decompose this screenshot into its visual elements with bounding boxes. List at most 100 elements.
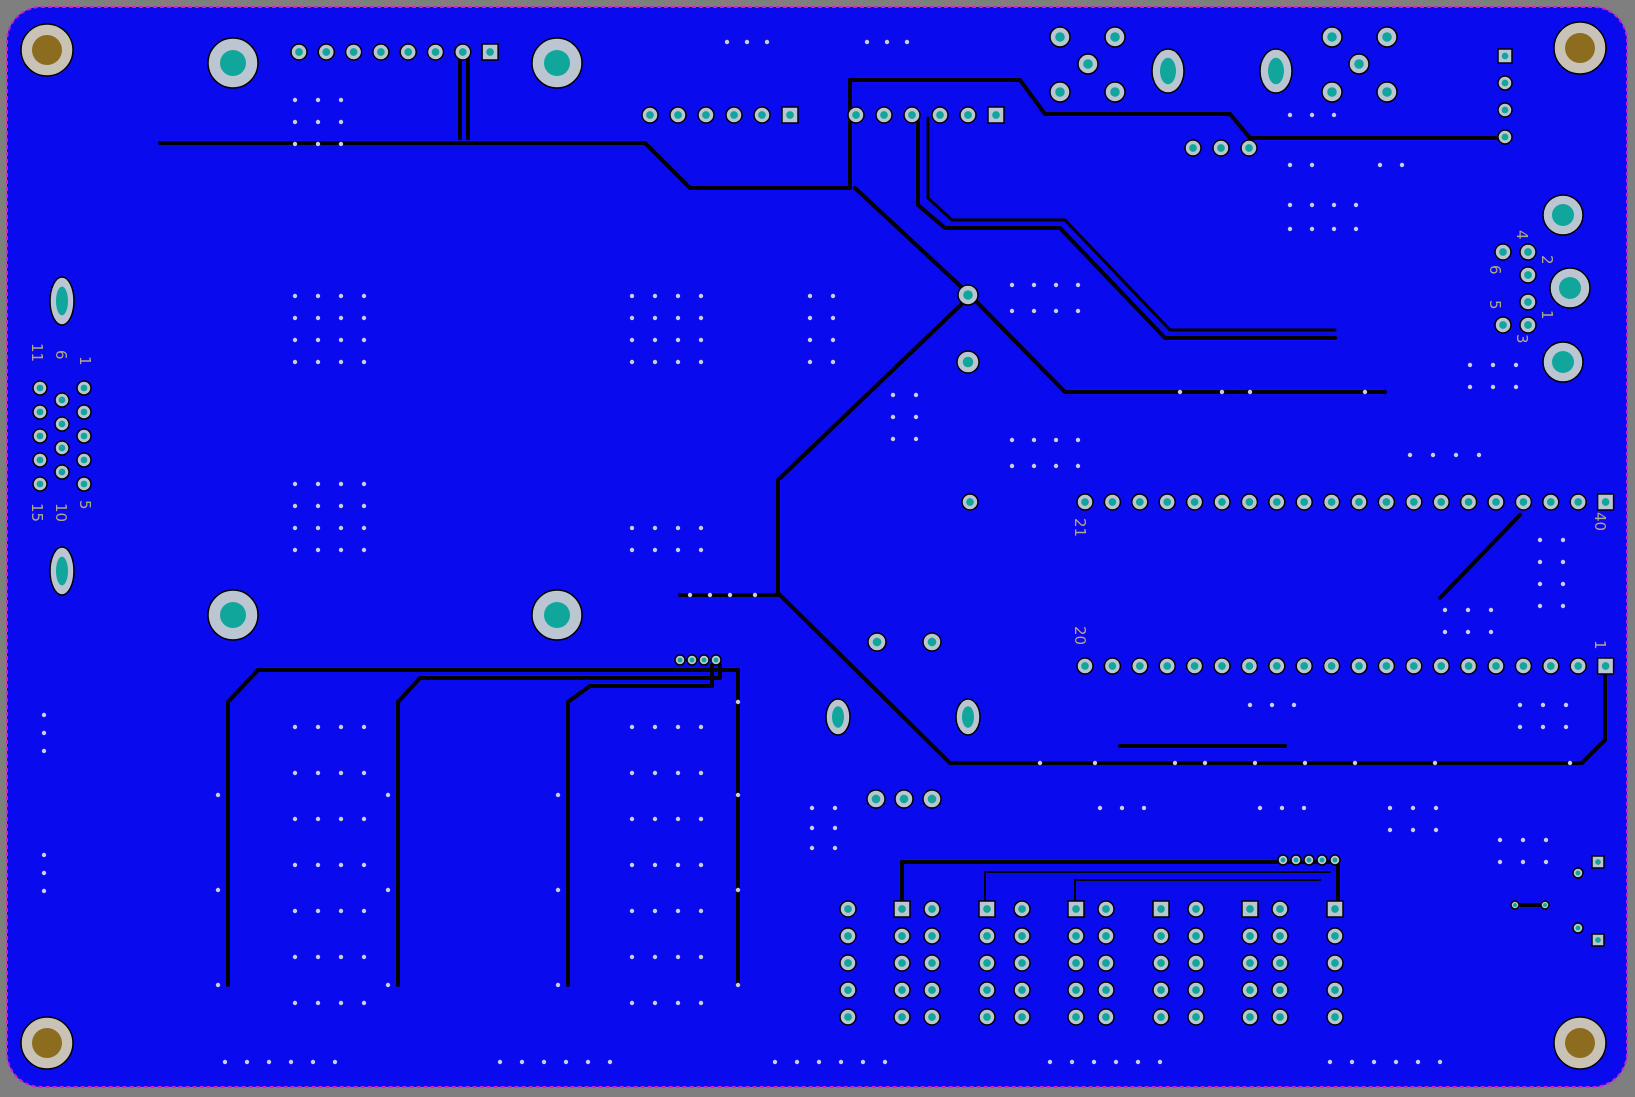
via <box>1540 702 1546 708</box>
via <box>563 1059 569 1065</box>
via <box>541 1059 547 1065</box>
silkscreen-layer: 1 6 11 5 10 15 21 40 20 1 4 2 6 5 1 3 <box>28 230 1609 650</box>
header-pin-1-label: 1 <box>1591 640 1609 650</box>
via <box>385 792 391 798</box>
keypad-pin <box>1326 1008 1344 1026</box>
ps2-pin-5-label: 5 <box>1486 300 1504 310</box>
via <box>698 293 704 299</box>
keypad-pin <box>839 981 857 999</box>
gpio-header-pin <box>1542 657 1560 675</box>
via <box>361 503 367 509</box>
keypad-pin <box>1271 954 1289 972</box>
via <box>629 315 635 321</box>
via <box>1399 162 1405 168</box>
via <box>1352 760 1358 766</box>
vga-shield-bottom <box>49 546 75 596</box>
gpio-header-pin <box>1350 493 1368 511</box>
via <box>675 770 681 776</box>
keypad-pin <box>1187 927 1205 945</box>
via <box>315 141 321 147</box>
ps2-shield-pad <box>1542 194 1584 236</box>
ps2-shield-pad <box>1549 267 1591 309</box>
jack-b-shield <box>1259 48 1293 94</box>
via <box>1371 1059 1377 1065</box>
via <box>361 315 367 321</box>
via <box>555 792 561 798</box>
gpio-header-pin <box>1432 657 1450 675</box>
via <box>629 293 635 299</box>
keypad-pin <box>1271 981 1289 999</box>
via <box>1031 282 1037 288</box>
via <box>338 293 344 299</box>
via <box>913 414 919 420</box>
trace-right-angle <box>1438 513 1522 600</box>
via <box>830 359 836 365</box>
trace-left-bus <box>226 668 740 987</box>
via <box>310 1059 316 1065</box>
via <box>675 908 681 914</box>
via <box>807 337 813 343</box>
via <box>315 337 321 343</box>
gpio-header-pin <box>1240 493 1259 511</box>
gpio-header-pin <box>1596 657 1615 675</box>
keypad-pin <box>1241 900 1259 918</box>
keypad-pin <box>1097 954 1115 972</box>
via <box>1119 805 1125 811</box>
vga-pin <box>76 380 92 396</box>
jack-a-pin <box>1049 81 1071 103</box>
via <box>585 1059 591 1065</box>
via <box>675 816 681 822</box>
ps2-pin <box>1494 243 1512 261</box>
gpio-header-pin <box>1185 657 1204 675</box>
via <box>830 337 836 343</box>
via <box>292 119 298 125</box>
via <box>338 816 344 822</box>
keypad-pin <box>1241 981 1259 999</box>
via <box>1309 112 1315 118</box>
trace-left-bus-c <box>566 663 714 704</box>
vga-pin <box>76 452 92 468</box>
via <box>809 805 815 811</box>
via <box>215 792 221 798</box>
via <box>1091 1059 1097 1065</box>
display-header-pin <box>426 43 445 61</box>
via <box>41 748 47 754</box>
via <box>629 337 635 343</box>
via <box>1092 760 1098 766</box>
via <box>752 592 758 598</box>
gpio-header-pin <box>1350 657 1368 675</box>
resistor-pin <box>867 632 887 652</box>
gpio-header-pin <box>1487 493 1505 511</box>
keypad-pin <box>1152 1008 1170 1026</box>
via <box>698 359 704 365</box>
via <box>698 908 704 914</box>
via <box>244 1059 250 1065</box>
via <box>832 845 838 851</box>
via <box>338 724 344 730</box>
header-b-pin <box>847 106 865 124</box>
keypad-pin <box>1097 981 1115 999</box>
via <box>807 315 813 321</box>
via <box>1497 837 1503 843</box>
via <box>764 39 770 45</box>
via <box>698 724 704 730</box>
via <box>735 982 741 988</box>
via <box>675 954 681 960</box>
via <box>361 908 367 914</box>
transistor-pin <box>894 789 914 809</box>
keypad-pin <box>978 981 996 999</box>
keypad-pin <box>1013 900 1031 918</box>
keypad-pin <box>1326 900 1344 918</box>
via <box>292 816 298 822</box>
via <box>292 1000 298 1006</box>
display-mount-pad <box>531 589 583 641</box>
via <box>1075 463 1081 469</box>
via <box>1437 1059 1443 1065</box>
display-header-pin <box>454 43 472 61</box>
vga-pin <box>76 428 92 444</box>
via <box>1387 805 1393 811</box>
ps2-pin-4-label: 4 <box>1513 230 1531 240</box>
header-b-pin <box>875 106 893 124</box>
keypad-pin <box>1187 954 1205 972</box>
